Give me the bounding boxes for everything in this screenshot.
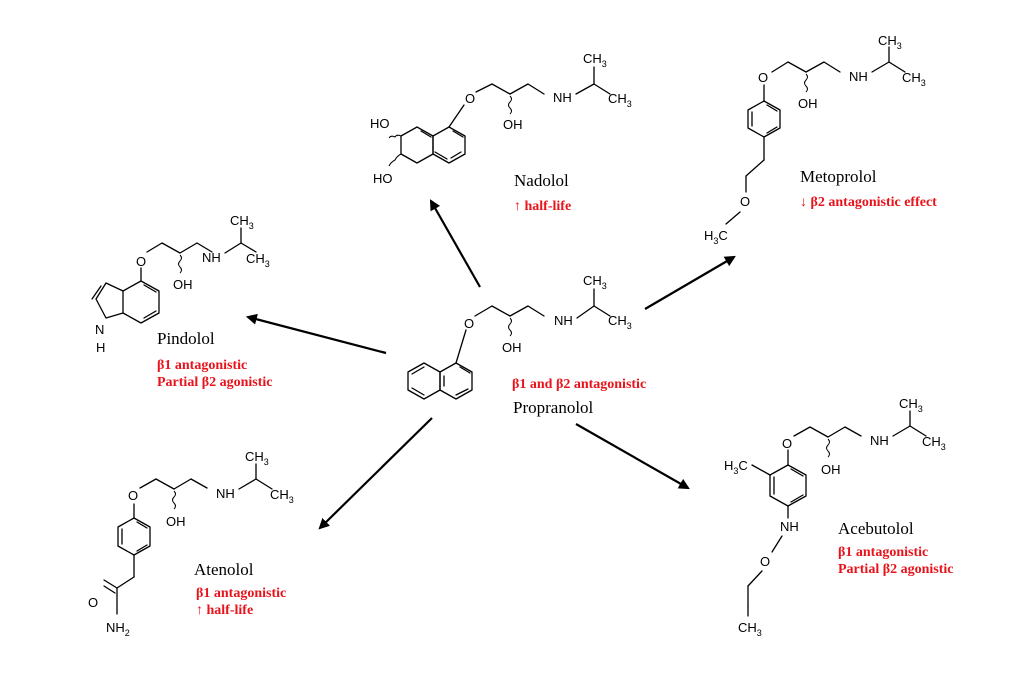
nadolol-ch3-right: CH3 <box>608 91 632 109</box>
acebutolol-ch3-right: CH3 <box>922 434 946 452</box>
atenolol-ch3-top: CH3 <box>245 449 269 467</box>
acebutolol-nh-amide: NH <box>780 519 799 534</box>
atenolol-name: Atenolol <box>194 560 254 579</box>
pindolol-structure: N H O OH NH CH3 CH3 <box>91 213 270 355</box>
nadolol-ho-bottom: HO <box>373 171 393 186</box>
propranolol-name: Propranolol <box>513 398 594 417</box>
arrow-to-nadolol <box>429 199 481 288</box>
arrow-to-acebutolol <box>575 423 690 490</box>
atenolol-nh: NH <box>216 486 235 501</box>
acebutolol-effect-1: β1 antagonistic <box>838 545 928 560</box>
pindolol-ch3-top: CH3 <box>230 213 254 231</box>
pindolol-effect-2: Partial β2 agonistic <box>157 375 272 390</box>
nadolol-effect: ↑ half-life <box>514 199 571 214</box>
pindolol-effect-1: β1 antagonistic <box>157 358 247 373</box>
acebutolol-nh: NH <box>870 433 889 448</box>
propranolol-effect: β1 and β2 antagonistic <box>512 377 646 392</box>
propranolol-o: O <box>464 316 474 331</box>
metoprolol-name: Metoprolol <box>800 167 877 186</box>
propranolol-structure: O OH NH CH3 CH3 <box>407 273 632 400</box>
nadolol-ho-top: HO <box>370 116 390 131</box>
acebutolol-oh: OH <box>821 462 841 477</box>
nadolol-o: O <box>465 91 475 106</box>
metoprolol-structure: O OH NH CH3 CH3 O H3C <box>704 33 926 246</box>
metoprolol-h3c: H3C <box>704 228 728 246</box>
metoprolol-ether-o: O <box>740 194 750 209</box>
acebutolol-o: O <box>782 436 792 451</box>
atenolol-nh2: NH2 <box>106 620 130 638</box>
pindolol-name: Pindolol <box>157 329 215 348</box>
pindolol-o: O <box>136 254 146 269</box>
nadolol-oh: OH <box>503 117 523 132</box>
acebutolol-h3c: H3C <box>724 458 748 476</box>
pindolol-oh: OH <box>173 277 193 292</box>
acebutolol-structure: O OH NH CH3 CH3 H3C NH O CH3 <box>724 396 946 638</box>
propranolol-ch3-top: CH3 <box>583 273 607 291</box>
pindolol-nh-n: N <box>95 322 104 337</box>
metoprolol-oh: OH <box>798 96 818 111</box>
pindolol-ch3-right: CH3 <box>246 251 270 269</box>
propranolol-ch3-right: CH3 <box>608 313 632 331</box>
metoprolol-nh: NH <box>849 69 868 84</box>
atenolol-o: O <box>128 488 138 503</box>
acebutolol-ether-o: O <box>760 554 770 569</box>
acebutolol-name: Acebutolol <box>838 519 914 538</box>
nadolol-ch3-top: CH3 <box>583 51 607 69</box>
atenolol-effect-2: ↑ half-life <box>196 603 253 618</box>
metoprolol-effect: ↓ β2 antagonistic effect <box>800 195 937 210</box>
pindolol-nh-h: H <box>96 340 105 355</box>
arrow-to-pindolol <box>245 313 387 355</box>
pindolol-nh: NH <box>202 250 221 265</box>
metoprolol-o: O <box>758 70 768 85</box>
metoprolol-ch3-right: CH3 <box>902 70 926 88</box>
nadolol-nh: NH <box>553 90 572 105</box>
arrow-to-metoprolol <box>644 255 736 310</box>
atenolol-oh: OH <box>166 514 186 529</box>
propranolol-nh: NH <box>554 313 573 328</box>
atenolol-effect-1: β1 antagonistic <box>196 586 286 601</box>
nadolol-name: Nadolol <box>514 171 569 190</box>
nadolol-structure: HO HO O OH NH CH3 CH3 <box>370 51 632 186</box>
metoprolol-ch3-top: CH3 <box>878 33 902 51</box>
propranolol-oh: OH <box>502 340 522 355</box>
acebutolol-ch3-end: CH3 <box>738 620 762 638</box>
atenolol-ch3-right: CH3 <box>270 487 294 505</box>
atenolol-carbonyl-o: O <box>88 595 98 610</box>
acebutolol-effect-2: Partial β2 agonistic <box>838 562 953 577</box>
arrow-to-atenolol <box>318 417 433 530</box>
atenolol-structure: O OH NH CH3 CH3 O NH2 <box>88 449 294 638</box>
acebutolol-ch3-top: CH3 <box>899 396 923 414</box>
